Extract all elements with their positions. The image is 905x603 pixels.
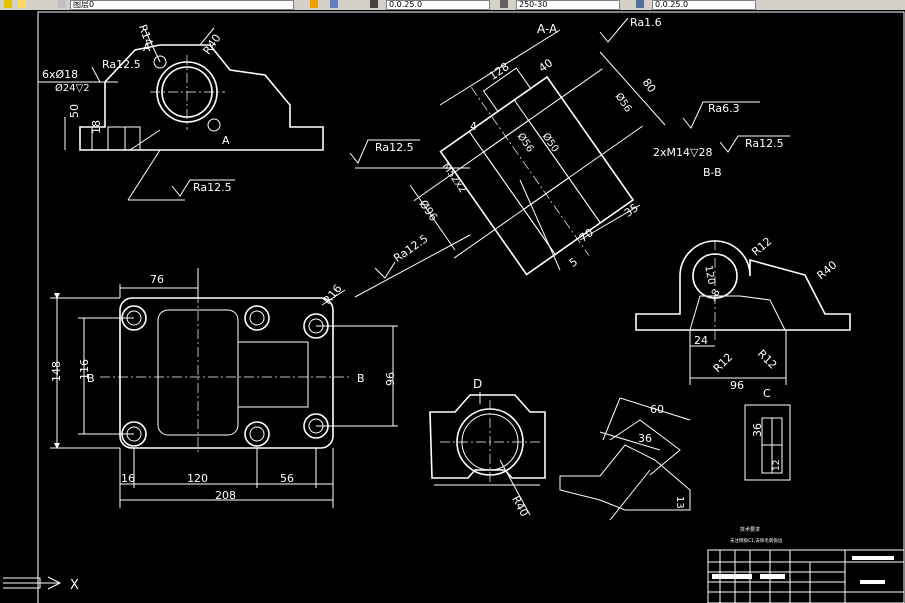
dim-12-c: 12 — [772, 460, 782, 471]
lock-icon[interactable] — [58, 0, 66, 8]
dim-r12-bb: R12 — [749, 235, 774, 259]
dim-96-bb: 96 — [730, 379, 744, 392]
drawing-frame — [37, 11, 905, 603]
section-label-bb: B-B — [703, 166, 722, 179]
roughness-symbol — [719, 135, 790, 153]
plotstyle-dropdown[interactable]: 0.0.25.0 — [652, 0, 756, 10]
section-mark-b-right: B — [357, 372, 365, 385]
dim-18-bb: 18 — [707, 287, 723, 304]
color-icon[interactable] — [370, 0, 378, 8]
plotstyle-icon[interactable] — [636, 0, 644, 8]
dim-r40-bb: R40 — [814, 258, 839, 282]
section-label-aa: A-A — [537, 22, 558, 36]
bb-section-view — [635, 240, 851, 385]
aa-dim-line — [409, 184, 456, 251]
dim-96-aa: Ø96 — [416, 198, 440, 224]
dim-76: 76 — [150, 273, 164, 286]
dim-56-aa: Ø56 — [515, 131, 537, 155]
roughness-symbol — [374, 261, 396, 279]
dim-80: 80 — [640, 76, 659, 95]
roughness-symbol — [349, 139, 420, 164]
aa-dim-line — [579, 204, 641, 241]
ucs-x-label: X — [70, 578, 79, 593]
view-label-c: C — [763, 387, 771, 400]
plan-view — [50, 268, 398, 508]
section-mark-b-left: B — [87, 372, 95, 385]
lineweight-dropdown[interactable]: 250-30 — [516, 0, 620, 10]
aa-dim-line — [439, 29, 561, 106]
dim-50: 50 — [68, 104, 81, 118]
ucs-icon — [3, 576, 62, 590]
dim-5: 5 — [567, 255, 580, 270]
aa-dim-line — [599, 51, 666, 126]
dim-r40-d: R40 — [509, 494, 531, 519]
title-block: 技术要求 未注倒角C1,去除毛刺锐边 — [707, 526, 905, 603]
top-left-view — [38, 27, 324, 201]
dim-96-plan: 96 — [383, 372, 396, 386]
drawing-canvas[interactable]: R14 R40 6xØ18 Ø24▽2 Ra12.5 50 18 A A Ra1… — [0, 10, 905, 603]
roughness-symbol — [171, 179, 235, 197]
dim-holes: 6xØ18 — [42, 68, 78, 81]
d-view — [429, 394, 546, 516]
layer-previous-icon[interactable] — [330, 0, 338, 8]
roughness-aa-12-5-right: Ra12.5 — [745, 137, 784, 150]
layer-icon[interactable] — [4, 0, 12, 8]
freeze-icon[interactable] — [18, 0, 26, 8]
roughness-aa-top: Ra1.6 — [630, 16, 662, 29]
match-properties-icon[interactable] — [310, 0, 318, 8]
dim-36-c: 36 — [751, 423, 764, 437]
tech-requirements-line: 未注倒角C1,去除毛刺锐边 — [730, 537, 783, 544]
dim-56-plan: 56 — [280, 472, 294, 485]
dim-56: Ø56 — [613, 91, 635, 115]
dim-148: 148 — [50, 361, 63, 382]
roughness-symbol — [682, 101, 760, 129]
dim-24: 24 — [694, 334, 708, 347]
dim-18: 18 — [90, 120, 103, 134]
roughness-bottom-left: Ra12.5 — [193, 181, 232, 194]
dim-4: 4 — [470, 120, 477, 133]
dim-36-aux: 36 — [638, 432, 652, 445]
dim-120-bb: 120 — [702, 265, 716, 286]
view-label-d: D — [473, 377, 482, 391]
dim-r40-top: R40 — [201, 32, 224, 57]
dim-208: 208 — [215, 489, 236, 502]
roughness-aa-6-3: Ra6.3 — [708, 102, 740, 115]
dim-116: 116 — [78, 359, 91, 380]
dim-60-aux: 60 — [650, 403, 664, 416]
aa-dim-line — [519, 179, 561, 271]
roughness-top-left: Ra12.5 — [102, 58, 141, 71]
lineweight-icon[interactable] — [500, 0, 508, 8]
c-view — [744, 404, 791, 481]
roughness-aa-12-5-left: Ra12.5 — [375, 141, 414, 154]
dim-thread: 2xM14▽28 — [653, 146, 712, 159]
dim-50-aa: Ø50 — [540, 131, 562, 155]
dim-120: 120 — [187, 472, 208, 485]
linetype-dropdown[interactable]: 0.0.25.0 — [386, 0, 490, 10]
leader-line — [354, 234, 471, 298]
dim-r12c: R12 — [755, 347, 779, 371]
roughness-symbol — [599, 17, 629, 43]
dim-40: 40 — [536, 56, 555, 75]
layer-dropdown[interactable]: 图层0 — [70, 0, 294, 10]
aa-section-view — [413, 67, 643, 276]
toolbar: 图层0 0.0.25.0 250-30 0.0.25.0 — [0, 0, 905, 10]
aux-inclined-view — [559, 397, 691, 521]
section-mark-a-2: A — [222, 134, 230, 147]
section-mark-a-1: A — [143, 41, 151, 54]
dim-counterbore: Ø24▽2 — [55, 82, 90, 94]
tech-requirements-title: 技术要求 — [740, 526, 760, 533]
dim-35: 35 — [622, 201, 641, 220]
dim-r12b: R12 — [711, 351, 735, 375]
dim-16: 16 — [121, 472, 135, 485]
dim-13-aux: 13 — [674, 496, 685, 509]
